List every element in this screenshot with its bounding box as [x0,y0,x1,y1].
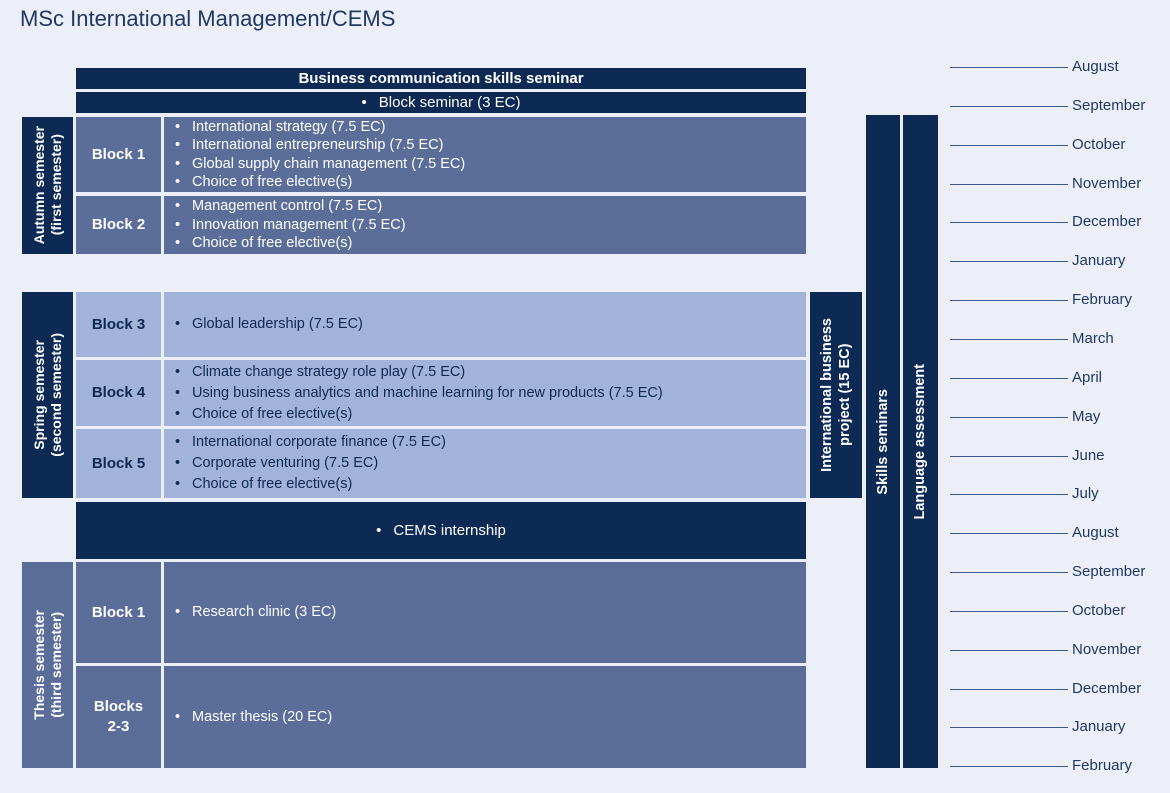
block-label-thesis-1: Block 1 [76,562,161,663]
course-item: Choice of free elective(s) [175,474,446,495]
block-label-line1: Blocks [93,698,144,715]
semester-thesis-line2: (third semester) [47,612,64,718]
course-list: Climate change strategy role play (7.5 E… [164,362,663,425]
semester-autumn-line2: (first semester) [47,134,64,237]
project-line1: International business [819,318,835,472]
block-content-thesis-1: Research clinic (3 EC) [164,562,806,663]
month-label: April [1072,369,1103,386]
course-item: Choice of free elective(s) [175,173,465,192]
month-label: August [1072,524,1119,541]
course-list: Research clinic (3 EC) [164,603,336,622]
month-label: September [1072,563,1146,580]
internship-bar: CEMS internship [76,502,806,559]
month-tick-line [950,650,1068,651]
block-label-autumn-1: Block 1 [76,117,161,192]
course-item: Research clinic (3 EC) [175,603,336,622]
block-content-spring-5: International corporate finance (7.5 EC)… [164,429,806,498]
seminar-title-bar: Business communication skills seminar [76,68,806,89]
month-tick-line [950,766,1068,767]
seminar-item-text: Block seminar (3 EC) [362,94,521,111]
project-line2: project (15 EC) [837,343,853,447]
course-item: Management control (7.5 EC) [175,197,406,216]
course-list: International strategy (7.5 EC) Internat… [164,118,465,192]
semester-thesis: Thesis semester(third semester) [22,562,73,768]
month-label: December [1072,213,1142,230]
course-item: Global leadership (7.5 EC) [175,315,363,334]
course-item: Choice of free elective(s) [175,404,663,425]
month-tick-line [950,145,1068,146]
month-label: August [1072,58,1119,75]
semester-autumn: Autumn semester(first semester) [22,117,73,254]
course-item: International corporate finance (7.5 EC) [175,432,446,453]
course-list: Management control (7.5 EC) Innovation m… [164,197,406,253]
month-label: January [1072,252,1126,269]
month-label: September [1072,97,1146,114]
page-title: MSc International Management/CEMS [20,6,396,31]
course-item: International strategy (7.5 EC) [175,118,465,137]
course-item: Innovation management (7.5 EC) [175,216,406,235]
semester-spring: Spring semester(second semester) [22,292,73,498]
month-tick-line [950,611,1068,612]
course-item: Using business analytics and machine lea… [175,383,663,404]
course-list: Global leadership (7.5 EC) [164,315,363,334]
month-label: May [1072,408,1101,425]
course-item: Corporate venturing (7.5 EC) [175,453,446,474]
month-tick-line [950,222,1068,223]
block-label-autumn-2: Block 2 [76,196,161,254]
month-tick-line [950,572,1068,573]
month-tick-line [950,494,1068,495]
month-tick-line [950,456,1068,457]
block-content-autumn-2: Management control (7.5 EC) Innovation m… [164,196,806,254]
block-label-spring-5: Block 5 [76,429,161,498]
language-assessment-text: Language assessment [912,363,928,520]
month-tick-line [950,67,1068,68]
course-item: Climate change strategy role play (7.5 E… [175,362,663,383]
course-item: Global supply chain management (7.5 EC) [175,155,465,174]
month-tick-line [950,300,1068,301]
block-label-line2: 2-3 [107,718,130,735]
month-label: January [1072,718,1126,735]
block-content-spring-4: Climate change strategy role play (7.5 E… [164,360,806,426]
semester-autumn-line1: Autumn semester [30,126,47,245]
block-label-spring-3: Block 3 [76,292,161,357]
month-label: February [1072,291,1133,308]
course-list: Master thesis (20 EC) [164,708,332,727]
month-tick-line [950,689,1068,690]
block-label-spring-4: Block 4 [76,360,161,426]
month-tick-line [950,339,1068,340]
month-label: February [1072,757,1133,774]
month-tick-line [950,417,1068,418]
month-label: November [1072,175,1142,192]
month-label: October [1072,602,1126,619]
month-label: March [1072,330,1114,347]
month-label: June [1072,447,1105,464]
month-tick-line [950,533,1068,534]
block-label-thesis-2-3: Blocks 2-3 [76,666,161,768]
block-content-thesis-2-3: Master thesis (20 EC) [164,666,806,768]
semester-spring-line2: (second semester) [47,333,64,457]
internship-text: CEMS internship [376,522,506,539]
skills-seminars-text: Skills seminars [874,388,891,495]
course-item: International entrepreneurship (7.5 EC) [175,136,465,155]
language-assessment-column: Language assessment [903,115,938,768]
block-content-spring-3: Global leadership (7.5 EC) [164,292,806,357]
month-label: July [1072,485,1099,502]
month-label: December [1072,680,1142,697]
month-tick-line [950,261,1068,262]
month-tick-line [950,378,1068,379]
month-tick-line [950,727,1068,728]
course-item: Choice of free elective(s) [175,234,406,253]
month-tick-line [950,106,1068,107]
month-tick-line [950,184,1068,185]
skills-seminars-column: Skills seminars [866,115,900,768]
semester-thesis-line1: Thesis semester [30,610,47,720]
course-list: International corporate finance (7.5 EC)… [164,432,446,495]
block-content-autumn-1: International strategy (7.5 EC) Internat… [164,117,806,192]
month-label: November [1072,641,1142,658]
seminar-item-bar: Block seminar (3 EC) [76,92,806,113]
semester-spring-line1: Spring semester [30,340,47,450]
course-item: Master thesis (20 EC) [175,708,332,727]
month-label: October [1072,136,1126,153]
